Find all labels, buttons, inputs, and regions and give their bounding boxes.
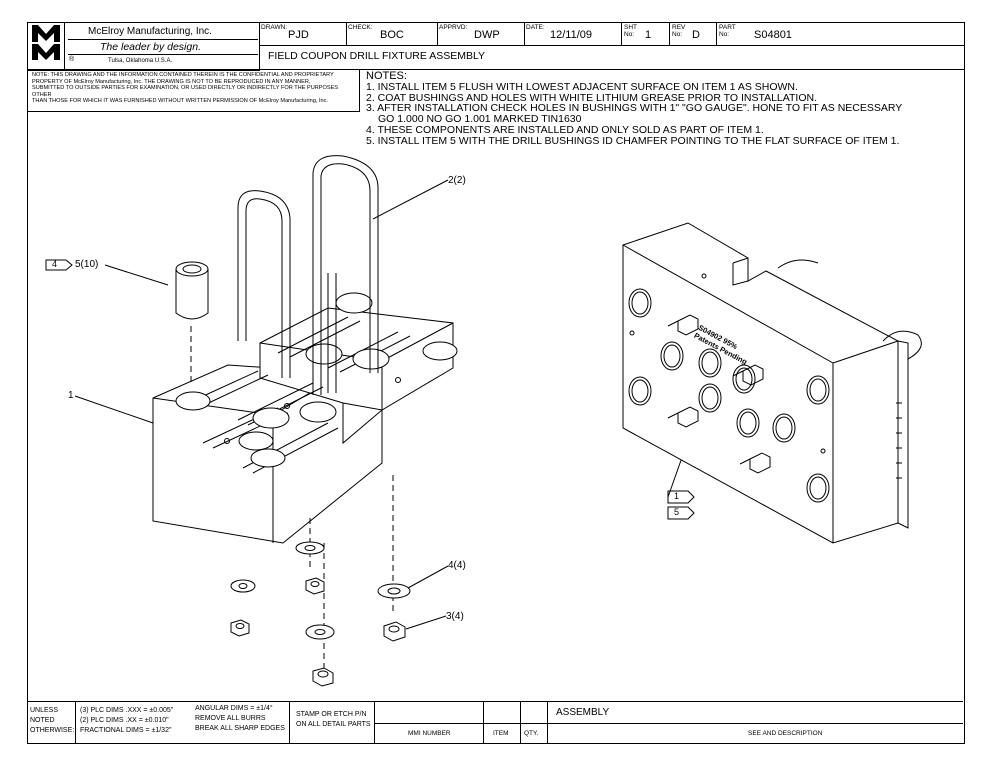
flag-5-box [667, 506, 695, 520]
bottom-tolerance-block: UNLESS NOTED OTHERWISE: (3) PLC DIMS .XX… [28, 701, 963, 744]
drawn-value: PJD [288, 29, 309, 41]
callout-item-4: 4(4) [448, 560, 466, 571]
rev-label: REV No: [672, 24, 686, 38]
callout-item-5: 5(10) [75, 259, 99, 270]
part-label: PART No: [719, 24, 736, 38]
sheet-label: SHT No: [624, 24, 637, 38]
note-1: 1. INSTALL ITEM 5 FLUSH WITH LOWEST ADJA… [366, 80, 798, 93]
notes-heading: NOTES: [366, 70, 407, 82]
see-and-description: SEE AND DESCRIPTION [748, 730, 823, 737]
date-value: 12/11/09 [550, 29, 593, 41]
callout-item-5-note: 4 [52, 259, 58, 269]
sheet-value: 1 [645, 29, 652, 41]
flag-1-box [667, 490, 695, 504]
note-3: 3. AFTER INSTALLATION CHECK HOLES IN BUS… [366, 102, 903, 115]
registered-mark: ® [69, 56, 75, 63]
apprvd-label: APPRVD: [439, 24, 468, 31]
remove-burrs: REMOVE ALL BURRS [195, 715, 266, 722]
flag-item-5: 5 [674, 507, 680, 517]
date-label: DATE: [526, 24, 545, 31]
note-3-gauge: GO 1.000 NO GO 1.001 MARKED TIN1630 [378, 113, 582, 126]
callout-item-2: 2(2) [448, 175, 466, 186]
note-5: 5. INSTALL ITEM 5 WITH THE DRILL BUSHING… [366, 134, 900, 147]
drill-bushing [175, 261, 209, 383]
noted-label: NOTED [30, 717, 55, 724]
hardware-washers-nuts [230, 541, 411, 687]
tolerance-3plc: (3) PLC DIMS .XXX = ±0.005" [80, 707, 174, 714]
assembly-description: ASSEMBLY [556, 707, 610, 718]
notes-block: NOTES: 1. INSTALL ITEM 5 FLUSH WITH LOWE… [366, 71, 902, 147]
company-tagline: The leader by design. [100, 41, 201, 53]
otherwise-label: OTHERWISE: [30, 727, 75, 734]
note-4: 4. THESE COMPONENTS ARE INSTALLED AND ON… [366, 123, 764, 136]
company-location: Tulsa, Oklahoma U.S.A. [108, 58, 173, 64]
stamp-note-1: STAMP OR ETCH P/N [296, 711, 367, 718]
fixture-block-right [622, 222, 922, 544]
u-bolt-handles [237, 155, 379, 395]
part-value: S04801 [754, 29, 792, 41]
drawing-title: FIELD COUPON DRILL FIXTURE ASSEMBLY [268, 50, 486, 62]
tolerance-fractional: FRACTIONAL DIMS = ±1/32" [80, 727, 172, 734]
callout-item-1: 1 [68, 390, 74, 401]
unless-label: UNLESS [30, 707, 59, 714]
check-label: CHECK: [348, 24, 373, 31]
note-2: 2. COAT BUSHINGS AND HOLES WITH WHITE LI… [366, 91, 817, 104]
stamp-note-2: ON ALL DETAIL PARTS [296, 721, 371, 728]
confidential-note: NOTE: THIS DRAWING AND THE INFORMATION C… [32, 72, 339, 105]
callout-item-3: 3(4) [446, 611, 464, 622]
apprvd-value: DWP [474, 29, 500, 41]
drawing-canvas [45, 155, 922, 687]
company-logo [31, 24, 61, 64]
rev-value: D [692, 29, 700, 41]
title-block: McElroy Manufacturing, Inc. The leader b… [28, 23, 964, 112]
fixture-block-left [152, 292, 458, 544]
tolerance-angular: ANGULAR DIMS = ±1/4° [195, 705, 273, 712]
break-edges: BREAK ALL SHARP EDGES [195, 725, 285, 732]
item5-flag [45, 259, 73, 271]
drawing-sheet: McElroy Manufacturing, Inc. The leader b… [27, 22, 965, 744]
qty-header: QTY. [524, 730, 539, 737]
check-value: BOC [380, 29, 404, 41]
mmi-number-header: MMI NUMBER [408, 730, 451, 737]
mmi-logo-icon [31, 24, 61, 64]
tolerance-2plc: (2) PLC DIMS .XX = ±0.010" [80, 717, 169, 724]
drawn-label: DRAWN: [261, 24, 288, 31]
item-header: ITEM [493, 730, 509, 737]
company-name: McElroy Manufacturing, Inc. [88, 26, 212, 37]
flag-item-1: 1 [674, 491, 680, 501]
